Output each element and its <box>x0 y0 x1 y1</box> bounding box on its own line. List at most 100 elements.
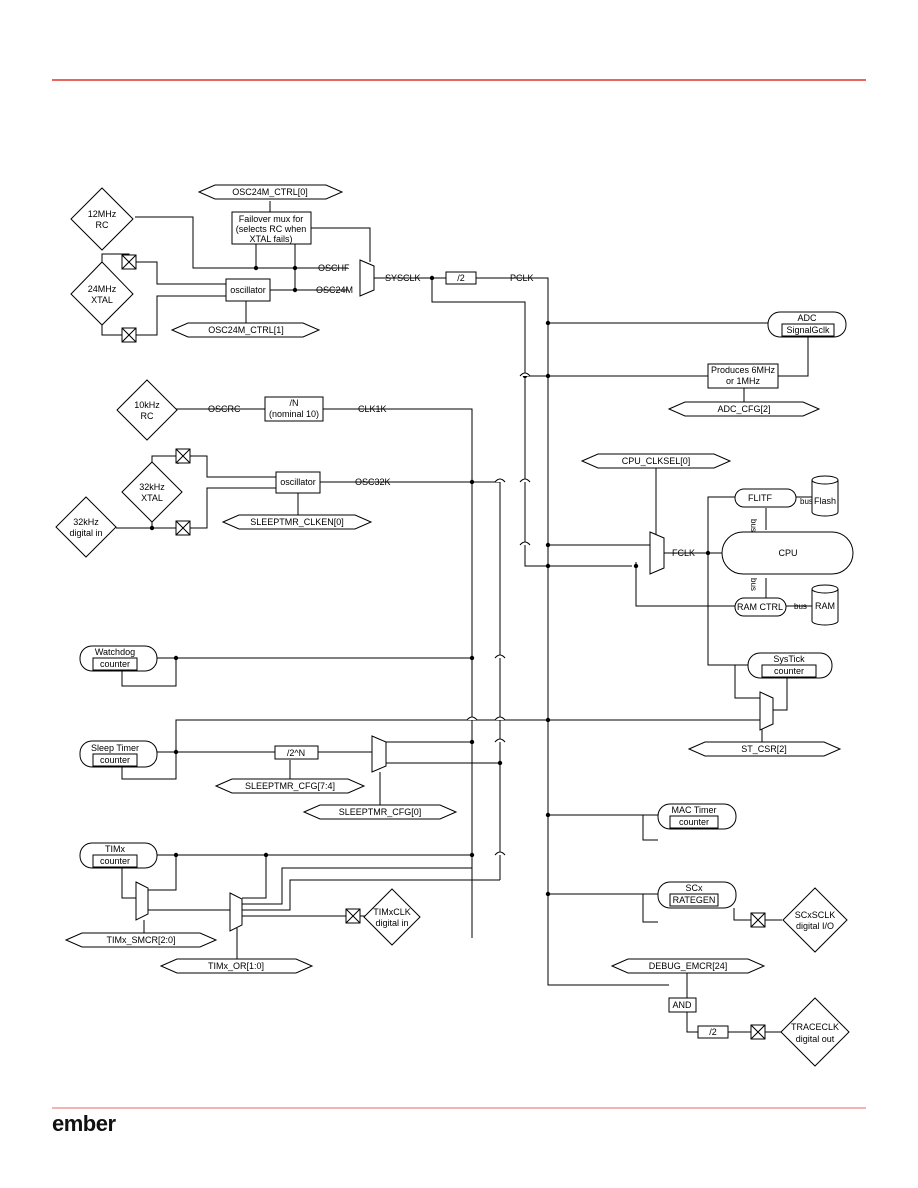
scxsclk-label-2: digital I/O <box>796 921 834 931</box>
diamond-10khz-rc <box>116 379 178 441</box>
bus-flash-label: bus <box>800 497 813 506</box>
reg-osc24m-ctrl0 <box>197 184 344 200</box>
st-csr-label: ST_CSR[2] <box>741 744 787 754</box>
fclk-label: FCLK <box>672 548 695 558</box>
timx-or-label: TIMx_OR[1:0] <box>208 961 264 971</box>
xtal24-label-1: 24MHz <box>88 284 117 294</box>
trace-div2-label: /2 <box>709 1027 717 1037</box>
rc10k-label-1: 10kHz <box>134 400 160 410</box>
divn-label-1: /N <box>290 398 299 408</box>
traceclk-label-1: TRACECLK <box>791 1022 839 1032</box>
flitf-block <box>734 488 797 508</box>
sleeptmr-cfg74-label: SLEEPTMR_CFG[7:4] <box>245 781 335 791</box>
mac-timer-inner-box <box>669 815 719 829</box>
flash-cylinder <box>811 475 839 517</box>
diamond-scxsclk <box>782 887 848 953</box>
ram-ctrl-block <box>734 597 787 617</box>
trace-div2-box <box>697 1025 729 1039</box>
debug-emcr-label: DEBUG_EMCR[24] <box>649 961 728 971</box>
reg-sleeptmr-clken <box>221 514 373 530</box>
xtal32-label-1: 32kHz <box>139 482 165 492</box>
sleeptmr-clken-label: SLEEPTMR_CLKEN[0] <box>250 517 344 527</box>
scx-sub-label: RATEGEN <box>673 895 716 905</box>
fclk-mux <box>649 531 665 575</box>
osc24m-label: OSC24M <box>316 285 353 295</box>
diamond-timxclk <box>363 888 421 946</box>
failover-label-2: (selects RC when <box>236 224 307 234</box>
reg-timx-or <box>159 958 314 974</box>
reg-osc24m-ctrl1 <box>170 322 321 338</box>
timx-sub-label: counter <box>100 856 130 866</box>
systick-inner-box <box>761 664 817 678</box>
adc-divider-box <box>707 363 779 389</box>
watchdog-inner-box <box>92 657 138 671</box>
pclk-label: PCLK <box>510 273 534 283</box>
failover-mux-box <box>231 211 312 245</box>
sysclk-div2-box <box>445 271 477 285</box>
clk1k-label: CLK1K <box>358 404 387 414</box>
scx-label: SCx <box>685 883 703 893</box>
ember-logo: ember <box>52 1111 116 1136</box>
xtal24-label-2: XTAL <box>91 295 113 305</box>
divn-label-2: (nominal 10) <box>269 409 319 419</box>
dig32-label-2: digital in <box>69 528 102 538</box>
rc12-label-2: RC <box>96 220 109 230</box>
sleeptmr-cfg0-label: SLEEPTMR_CFG[0] <box>339 807 422 817</box>
adc-label: ADC <box>797 313 817 323</box>
failover-label-3: XTAL fails) <box>249 234 292 244</box>
adc-inner-box <box>781 323 835 337</box>
reg-adc-cfg <box>667 401 821 417</box>
osc32k-label: OSC32K <box>355 477 391 487</box>
timxclk-label-2: digital in <box>375 918 408 928</box>
cpu-clksel-label: CPU_CLKSEL[0] <box>622 456 691 466</box>
diamond-24mhz-xtal <box>70 261 134 326</box>
adc-sub-label: SignalGclk <box>786 325 830 335</box>
and-label: AND <box>672 1000 692 1010</box>
ram-cylinder <box>811 584 839 626</box>
diamond-traceclk <box>780 997 850 1067</box>
systick-mux <box>759 691 774 731</box>
crossing-hops <box>466 372 531 856</box>
flitf-label: FLITF <box>748 493 773 503</box>
ram-label: RAM <box>815 601 835 611</box>
timxclk-label-1: TIMxCLK <box>373 907 411 917</box>
systick-sub-label: counter <box>774 666 804 676</box>
bus-cpu-bottom-label: bus <box>749 578 758 591</box>
cpu-label: CPU <box>778 548 797 558</box>
sysclk-label: SYSCLK <box>385 273 421 283</box>
cpu-block <box>721 531 854 575</box>
osc24m-ctrl1-label: OSC24M_CTRL[1] <box>208 325 284 335</box>
failover-label-1: Failover mux for <box>239 214 304 224</box>
diamond-12mhz-rc <box>70 187 134 251</box>
traceclk-label-2: digital out <box>796 1034 835 1044</box>
timx-smcr-label: TIMx_SMCR[2:0] <box>106 935 175 945</box>
ram-ctrl-label: RAM CTRL <box>737 602 783 612</box>
diamond-32khz-xtal <box>121 461 183 523</box>
sleep-timer-label: Sleep Timer <box>91 743 139 753</box>
adc-div-label-1: Produces 6MHz <box>711 365 776 375</box>
timx-or-mux <box>229 892 243 932</box>
xtal32-label-2: XTAL <box>141 493 163 503</box>
mac-timer-sub-label: counter <box>679 817 709 827</box>
bus-ram-label: bus <box>794 602 807 611</box>
timx-label: TIMx <box>105 844 125 854</box>
reg-timx-smcr <box>64 932 218 948</box>
sysclk-mux <box>359 259 375 297</box>
div2-label: /2 <box>457 273 465 283</box>
divn-box <box>264 396 324 422</box>
and-gate-box <box>668 997 697 1013</box>
sleep-timer-inner-box <box>92 753 138 767</box>
oscillator-32k-box <box>275 471 321 494</box>
osc24m-ctrl0-label: OSC24M_CTRL[0] <box>232 187 308 197</box>
labels: OSC24M_CTRL[0] Failover mux for (selects… <box>69 187 839 1044</box>
adc-div-label-2: or 1MHz <box>726 376 761 386</box>
diamond-32khz-digital <box>55 496 117 558</box>
oscillator-24m-label: oscillator <box>230 285 266 295</box>
sleep-timer-mux <box>371 735 387 773</box>
oscrc-label: OSCRC <box>208 404 241 414</box>
watchdog-label: Watchdog <box>95 647 135 657</box>
bus-cpu-top-label: bus <box>749 519 758 532</box>
reg-sleeptmr-cfg0 <box>302 804 458 820</box>
io-pads <box>121 254 766 1040</box>
reg-sleeptmr-cfg74 <box>214 778 366 794</box>
